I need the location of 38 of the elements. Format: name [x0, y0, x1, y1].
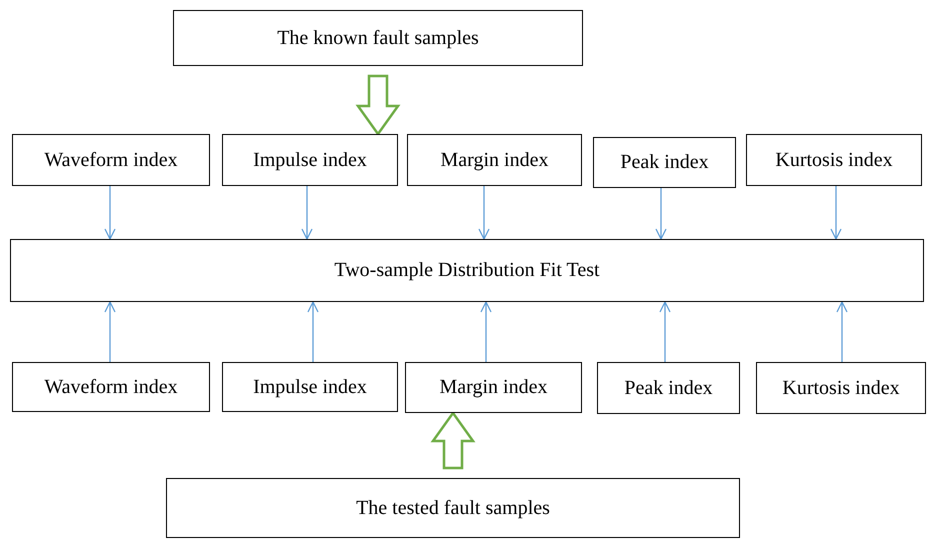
- arrow: [655, 188, 667, 240]
- box-label: Two-sample Distribution Fit Test: [334, 259, 600, 282]
- arrow: [307, 301, 319, 362]
- box-label: Peak index: [624, 376, 713, 400]
- text-box: [407, 134, 582, 186]
- box-label: Kurtosis index: [782, 376, 900, 400]
- text-box: [597, 362, 740, 414]
- text-box: [405, 362, 582, 413]
- text-box: [12, 134, 210, 186]
- text-box: [222, 362, 398, 412]
- arrow: [104, 186, 116, 240]
- arrow: [480, 301, 492, 362]
- box-label: Kurtosis index: [775, 148, 893, 172]
- box-label: Margin index: [440, 148, 548, 172]
- arrow: [830, 186, 842, 240]
- box-label: Waveform index: [44, 376, 178, 398]
- arrow: [104, 301, 116, 362]
- box-label: Waveform index: [44, 148, 178, 172]
- box-label: Peak index: [620, 151, 709, 174]
- arrow: [478, 186, 490, 240]
- text-box: [756, 362, 926, 414]
- process-box: [10, 239, 924, 302]
- text-box: [12, 362, 210, 412]
- hollow-arrow: [430, 410, 476, 470]
- text-box: [173, 10, 583, 66]
- box-label: The known fault samples: [277, 26, 479, 50]
- arrow: [301, 186, 313, 240]
- arrow: [836, 301, 848, 362]
- arrow: [659, 301, 671, 362]
- text-box: [746, 134, 922, 186]
- box-label: Margin index: [440, 376, 548, 399]
- box-label: Impulse index: [253, 148, 367, 172]
- box-label: The tested fault samples: [356, 496, 550, 520]
- hollow-arrow: [356, 74, 400, 136]
- text-box: [166, 478, 740, 538]
- text-box: [222, 134, 398, 186]
- box-label: Impulse index: [253, 376, 367, 398]
- text-box: [593, 137, 736, 188]
